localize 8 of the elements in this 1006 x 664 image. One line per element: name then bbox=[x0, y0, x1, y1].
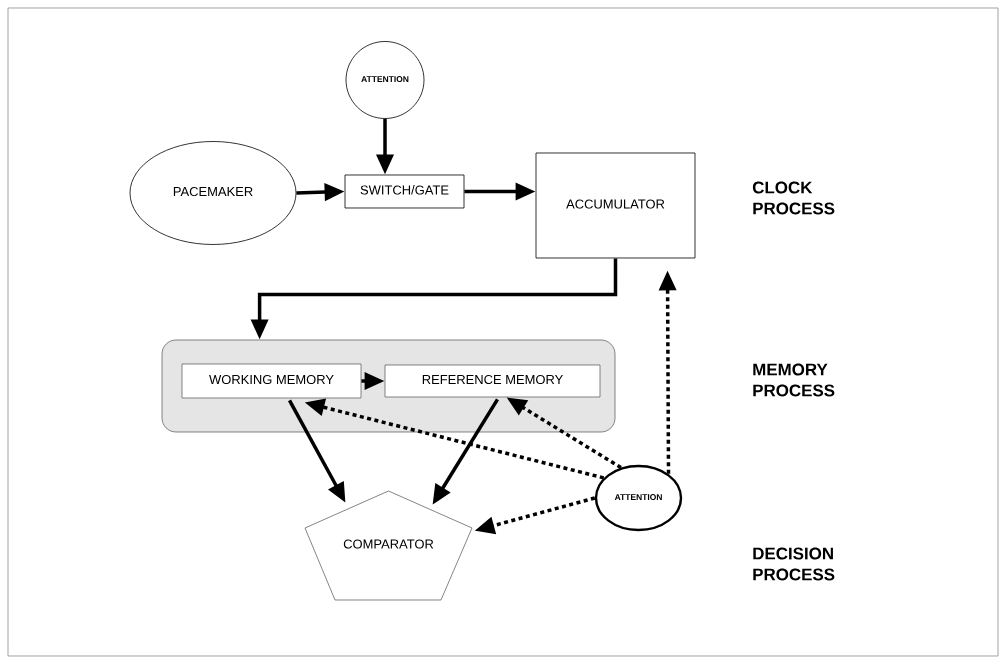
memory-box: WORKING MEMORY bbox=[181, 363, 362, 399]
comparator-pentagon: COMPARATOR bbox=[304, 490, 473, 601]
switch-box: SWITCH/GATE bbox=[344, 174, 465, 209]
process-label: DECISION PROCESS bbox=[753, 547, 835, 581]
process-label: MEMORY PROCESS bbox=[753, 363, 835, 397]
accumulator-box: ACCUMULATOR bbox=[535, 152, 696, 259]
process-label: CLOCK PROCESS bbox=[752, 181, 835, 215]
memory-box: REFERENCE MEMORY bbox=[384, 364, 601, 398]
